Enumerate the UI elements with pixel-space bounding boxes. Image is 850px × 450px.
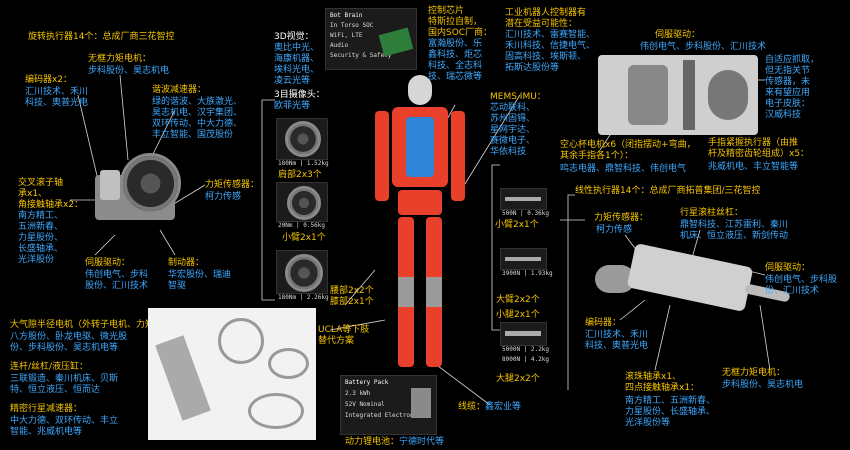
forearm-spec: 500N | 0.36kg (502, 210, 549, 217)
large-gap-motor-vendors: 八方股份、卧龙电驱、微光股份、步科股份、昊志机电等 (10, 332, 128, 353)
circuit-board-icon (378, 27, 414, 57)
thigh-actuator-image (500, 248, 547, 270)
rotary-force-sensor-vendors: 柯力传感 (205, 192, 242, 202)
linear-actuator-title: 线性执行器14个：总成厂商拓普集团/三花智控 (575, 186, 761, 196)
hand-hollow-motor-title: 空心杯电机x6（闭指摆动+弯曲，其余手指各1个）： (560, 140, 696, 161)
robot-right-leg (426, 217, 442, 367)
hip-actuator-image (276, 250, 328, 294)
rotary-encoder-title: 编码器x2： (25, 75, 73, 85)
linear-servo-title: 伺服驱动： (765, 263, 811, 273)
rotary-brake-vendors: 华宏股份、瑞迪智驱 (168, 270, 232, 291)
shoulder-label: 肩部2x3个 (278, 170, 322, 180)
battery-caption: 动力锂电池：宁德时代等 (345, 437, 445, 447)
battery-line-2: 52V Nominal (345, 401, 385, 408)
camera-title: 3目摄像头： (274, 90, 325, 100)
rotary-brake-title: 制动器： (168, 258, 205, 268)
upper-arm-actuator-image (276, 182, 328, 222)
upper-arm-label: 小臂2x1个 (282, 233, 326, 243)
board-line-3: Audio (330, 42, 349, 49)
planetary-reducer-vendors: 中大力德、双环传动、丰立智能、兆威机电等 (10, 416, 119, 437)
battery-pack-panel: Battery Pack 2.3 kWh 52V Nominal Integra… (340, 375, 437, 435)
rotary-actuator-title: 旋转执行器14个：总成厂商三花智控 (28, 32, 175, 42)
board-line-0: Bot Brain (330, 12, 363, 19)
chip-block: 控制芯片特斯拉自制，国内SOC厂商： 富瀚股份、乐鑫科技、炬芯 科技、全志科技、… (428, 6, 493, 82)
wiring-caption: 线缆：鑫宏业等 (458, 402, 522, 412)
hand-servo-vendors: 伟创电气、步科股份、汇川技术 (640, 42, 767, 52)
hand-hollow-motor-vendors: 鸣志电器、鼎智科技、伟创电气 (560, 164, 687, 174)
linear-force-sensor-vendors: 柯力传感 (596, 225, 633, 235)
linear-bearing-vendors: 南方精工、五洲新春、力星股份、长盛轴承、光洋股份等 (625, 396, 716, 428)
thigh-spec: 3900N | 1.93kg (502, 270, 553, 277)
camera-vendor: 欧菲光等 (274, 101, 311, 111)
rotary-force-sensor-title: 力矩传感器： (205, 180, 260, 190)
large-gap-motor-title: 大气隙半径电机（外转子电机、力矩电机）： (10, 320, 186, 330)
dexterous-hand-image (598, 55, 758, 135)
hand-finger-actuator-title: 手指紧握执行器（由推杆及精密齿轮组成）x5： (708, 138, 810, 159)
battery-line-0: Battery Pack (345, 379, 389, 386)
linear-planetary-screw-vendors: 鼎智科技、江苏雷利、秦川机床、恒立液压、新剑传动 (680, 220, 789, 241)
upper-arm-spec: 20Nm | 0.56kg (278, 222, 325, 229)
battery-line-1: 2.3 kWh (345, 390, 371, 397)
robot-battery-chest (406, 117, 434, 177)
hip-label: 腰部2x2个膝部2x1个 (330, 286, 374, 307)
humanoid-robot (370, 75, 470, 375)
leg-mechanism-diagram (148, 308, 316, 440)
shoulder-actuator-image (276, 118, 328, 160)
shoulder-spec: 180Nm | 1.52kg (278, 160, 329, 167)
robot-left-arm (375, 111, 389, 201)
planetary-reducer-title: 精密行星减速器： (10, 404, 83, 414)
board-line-4: Security & Safety (330, 52, 392, 59)
linear-frameless-motor-vendors: 步科股份、昊志机电 (722, 380, 804, 390)
robot-left-leg (398, 217, 414, 367)
robot-pelvis (398, 190, 442, 215)
hip-spec: 180Nm | 2.26kg (278, 294, 329, 301)
vision-3d-block: 3D视觉： 奥比中光、海康机器、 埃科光电、凌云光等 (274, 32, 320, 86)
forearm-label: 小臂2x1个 (495, 220, 539, 230)
linear-force-sensor-title: 力矩传感器： (594, 213, 649, 223)
rotary-harmonic-reducer-vendors: 绿的谐波、大族激光、昊志机电、汉宇集团、 双环传动、中大力德、丰立智能、国茂股份 (152, 97, 243, 140)
linear-bearing-title: 滚珠轴承x1、四点接触轴承x1： (625, 372, 700, 393)
battery-icon (411, 388, 431, 418)
calf-actuator-image (500, 322, 547, 346)
hand-servo-title: 伺服驱动： (655, 30, 701, 40)
screw-title: 连杆/丝杠/液压缸： (10, 362, 89, 372)
linear-encoder-vendors: 汇川技术、禾川科技、奥普光电 (585, 330, 649, 351)
leg-big-label: 大腿2x2个 (496, 374, 540, 384)
hand-finger-actuator-vendors: 兆威机电、丰立智能等 (708, 162, 799, 172)
rotary-bearing-vendors: 南方精工、五洲新春、力星股份、 长盛轴承、光洋股份 (18, 211, 64, 265)
rotary-servo-vendors: 伟创电气、步科股份、汇川技术 (85, 270, 149, 291)
rotary-frameless-motor-vendors: 步科股份、昊志机电 (88, 66, 170, 76)
board-line-1: In Torso SOC (330, 22, 374, 29)
rotary-actuator-illustration (90, 145, 185, 230)
rotary-harmonic-reducer-title: 谐波减速器： (152, 85, 207, 95)
calf-label: 小腿2x1个 (496, 310, 540, 320)
linear-actuator-illustration (595, 243, 791, 312)
forearm-actuator-image (500, 188, 547, 210)
controller-block: 工业机器人控制器有潜在受益可能性： 汇川技术、雷赛智能、禾川科技、信捷电气、 固… (505, 8, 596, 73)
rotary-servo-title: 伺服驱动： (85, 258, 131, 268)
robot-right-arm (451, 111, 465, 201)
thigh-label: 大臂2x2个 (496, 295, 540, 305)
ucla-alternative: UCLA等下肢替代方案 (318, 325, 370, 346)
rotary-encoder-vendors: 汇川技术、禾川科技、奥普光电 (25, 87, 89, 108)
calf-spec: 5000N | 2.2kg (502, 346, 549, 353)
linear-frameless-motor-title: 无框力矩电机： (722, 368, 786, 378)
robot-head (408, 75, 432, 105)
bot-brain-panel: Bot Brain In Torso SOC WiFi, LTE Audio S… (325, 8, 417, 70)
leg-big-spec: 8000N | 4.2kg (502, 356, 549, 363)
rotary-bearing-title: 交叉滚子轴承x1、角接触轴承x2： (18, 178, 84, 210)
linear-planetary-screw-title: 行星滚柱丝杠： (680, 208, 744, 218)
screw-vendors: 三联锻造、秦川机床、贝斯特、恒立液压、恒而达 (10, 374, 119, 395)
imu-block: MEMS IMU： 芯动联科、苏州固锝、 星网宇达、赛微电子、 华依科技 (490, 92, 546, 157)
rotary-frameless-motor-title: 无框力矩电机： (88, 54, 152, 64)
linear-encoder-title: 编码器： (585, 318, 622, 328)
linear-servo-vendors: 伟创电气、步科股份、汇川技术 (765, 275, 838, 296)
board-line-2: WiFi, LTE (330, 32, 363, 39)
battery-line-3: Integrated Electronics (345, 412, 425, 419)
hand-skin-note: 自适应抓取，但无指关节传感器，未 来有望应用电子皮肤：汉威科技 (765, 55, 820, 120)
